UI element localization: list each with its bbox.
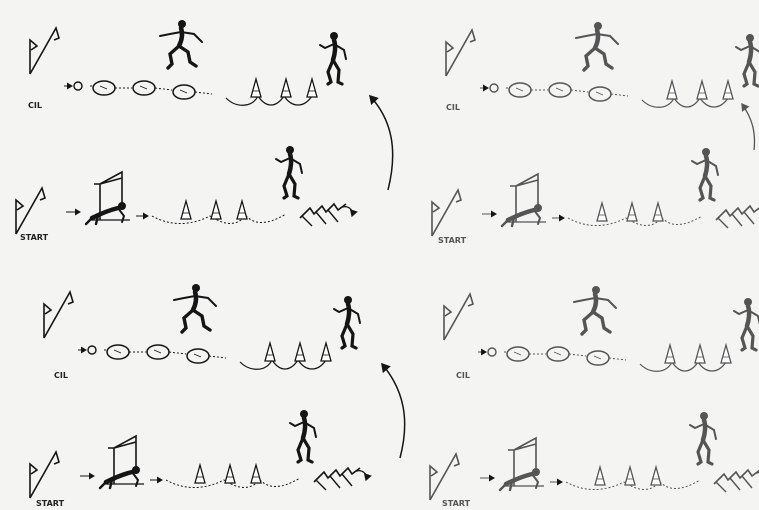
end-label: CIL [446, 103, 460, 112]
transition-arrow [382, 364, 405, 458]
end-label: CIL [54, 371, 68, 380]
end-label: CIL [456, 371, 470, 380]
transition-arrow [370, 96, 393, 190]
drill-panel-bottom-right: CIL START [430, 286, 759, 508]
drill-panel-bottom-left: CIL START [30, 284, 405, 508]
transition-arrow [742, 104, 755, 150]
start-label: START [36, 499, 65, 508]
drill-panel-top-left: CIL START [16, 20, 393, 242]
end-label: CIL [28, 101, 42, 110]
start-label: START [20, 233, 49, 242]
start-label: START [442, 499, 471, 508]
start-label: START [438, 236, 467, 245]
drill-panel-top-right: CIL START [432, 22, 759, 245]
